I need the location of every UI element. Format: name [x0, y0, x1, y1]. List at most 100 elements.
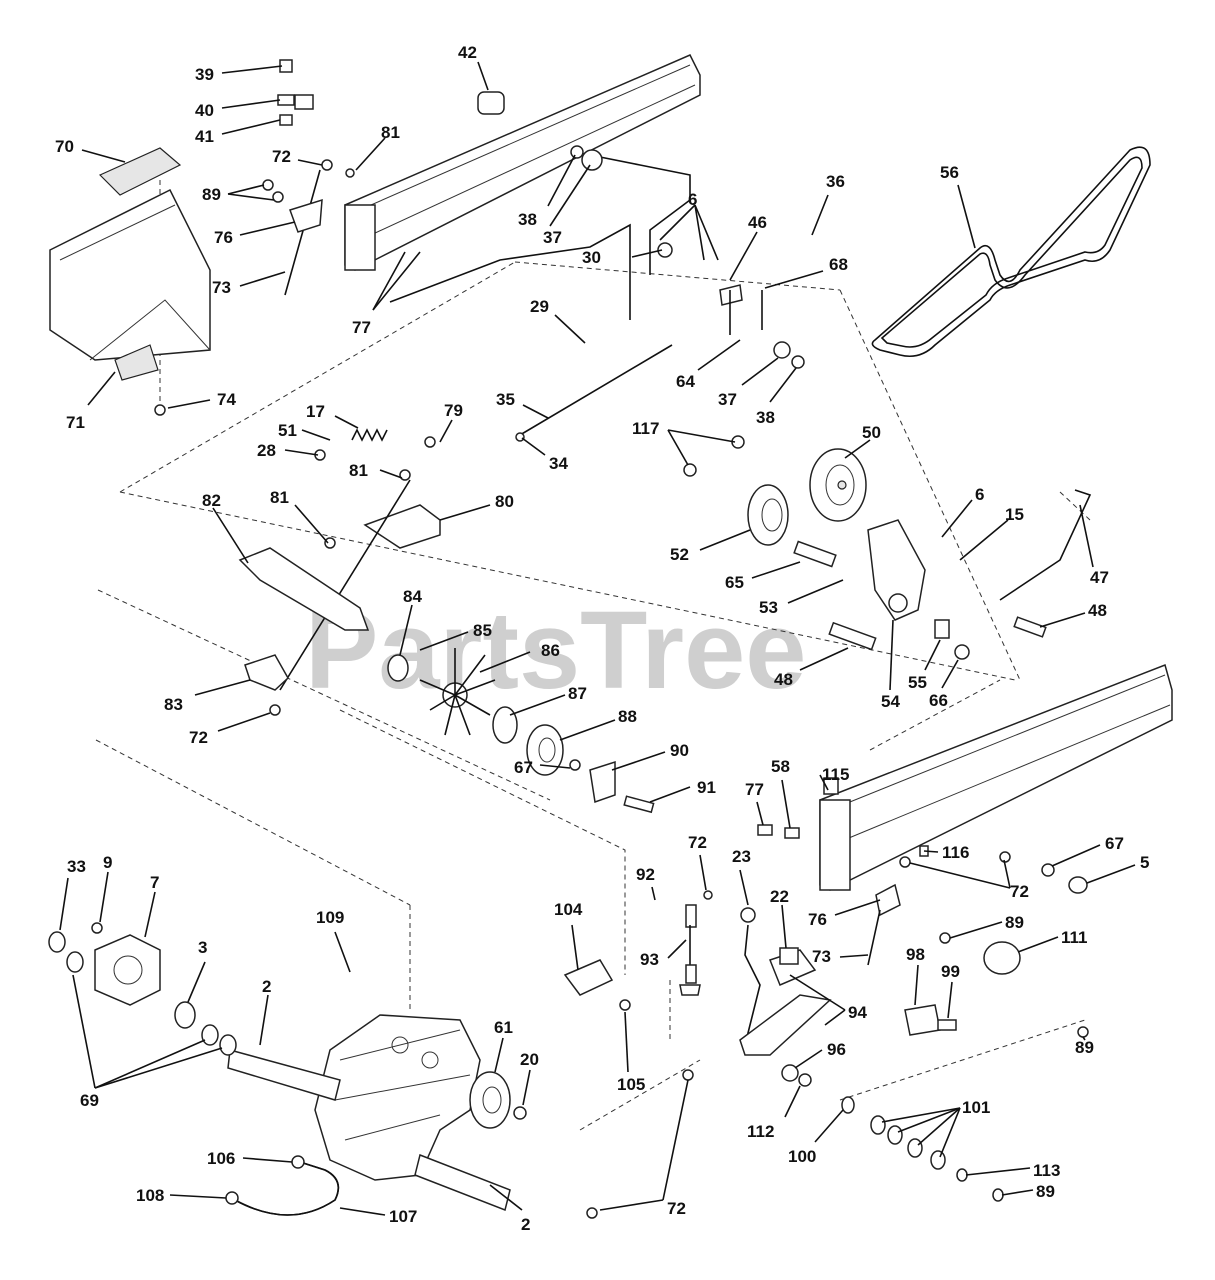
linkage-73-76 — [262, 169, 323, 296]
bracket-part-104 — [563, 959, 614, 996]
bracket-part-98 — [904, 1004, 941, 1036]
callout-108: 108 — [136, 1186, 164, 1205]
idler-arm-part-54 — [867, 519, 970, 660]
pulley-part-87 — [492, 706, 518, 744]
bolt-part-9 — [91, 922, 103, 934]
washer-part-67b — [1041, 863, 1055, 877]
callout-93: 93 — [640, 950, 659, 969]
callout-labels: 39 40 41 42 70 72 81 89 76 73 77 38 37 6… — [55, 43, 1149, 1234]
callout-89: 89 — [202, 185, 221, 204]
callout-81: 81 — [381, 123, 400, 142]
callout-98: 98 — [906, 945, 925, 964]
callout-99: 99 — [941, 962, 960, 981]
washer-part-3 — [174, 1001, 196, 1029]
bushing-part-42 — [477, 91, 505, 115]
turnbuckle-part-93 — [679, 904, 701, 996]
callout-104: 104 — [554, 900, 583, 919]
pin-part-99 — [937, 1019, 957, 1031]
clip-part-33 — [48, 931, 66, 953]
washer-part-117b — [683, 463, 697, 477]
plate-part-71 — [114, 344, 159, 381]
washer-part-69b — [201, 1024, 219, 1046]
callout-77: 77 — [352, 318, 371, 337]
pulley-part-52 — [747, 484, 789, 546]
callout-41: 41 — [195, 127, 214, 146]
washer-part-112 — [798, 1073, 812, 1087]
washer-set-part-101 — [841, 1096, 1004, 1202]
callout-74: 74 — [217, 390, 236, 409]
callout-116: 116 — [942, 843, 969, 862]
callout-72d: 72 — [688, 833, 707, 852]
bolt-part-48b — [1013, 616, 1047, 638]
watermark: PartsTree — [305, 589, 806, 712]
callout-115: 115 — [822, 765, 849, 784]
reference-lines — [95, 180, 1091, 1131]
bolt-stack-39-41 — [277, 59, 314, 126]
callout-22: 22 — [770, 887, 789, 906]
callout-54: 54 — [881, 692, 900, 711]
callout-85: 85 — [473, 621, 492, 640]
shift-rod-part-29 — [389, 223, 631, 320]
callout-69: 69 — [80, 1091, 99, 1110]
callout-48b: 48 — [774, 670, 793, 689]
callout-6b: 6 — [975, 485, 984, 504]
callout-101: 101 — [962, 1098, 990, 1117]
washer-part-96 — [781, 1064, 799, 1082]
callout-42: 42 — [458, 43, 477, 62]
callout-113: 113 — [1033, 1161, 1060, 1180]
fitting-part-106 — [291, 1155, 305, 1169]
arm-part-82 — [238, 547, 370, 631]
callout-72c: 72 — [1010, 882, 1029, 901]
callout-105: 105 — [617, 1075, 645, 1094]
bracket-part-83 — [244, 654, 289, 691]
pedal-assembly-22 — [739, 907, 832, 1056]
callout-65: 65 — [725, 573, 744, 592]
callout-96: 96 — [827, 1040, 846, 1059]
callout-89b: 89 — [1005, 913, 1024, 932]
roller-part-111 — [983, 941, 1021, 975]
rod-part-47 — [999, 489, 1092, 601]
callout-38b: 38 — [756, 408, 775, 427]
callout-50: 50 — [862, 423, 881, 442]
callout-52: 52 — [670, 545, 689, 564]
callout-20: 20 — [520, 1050, 539, 1069]
hub-part-84 — [387, 654, 409, 682]
callout-29: 29 — [530, 297, 549, 316]
callout-76: 76 — [214, 228, 233, 247]
callout-28: 28 — [257, 441, 276, 460]
pulley-part-61 — [469, 1071, 511, 1129]
callout-17: 17 — [306, 402, 325, 421]
drive-belt-part-56 — [871, 146, 1151, 358]
callout-7: 7 — [150, 873, 159, 892]
callout-66: 66 — [929, 691, 948, 710]
washer-part-69c — [219, 1034, 237, 1056]
callout-90: 90 — [670, 741, 689, 760]
callout-9: 9 — [103, 853, 112, 872]
bracket-part-70 — [98, 147, 182, 196]
callout-33: 33 — [67, 857, 86, 876]
callout-61: 61 — [494, 1018, 513, 1037]
rod-part-73b — [867, 909, 881, 966]
callout-56: 56 — [940, 163, 959, 182]
fitting-part-108 — [225, 1191, 239, 1205]
lever-assembly-30 — [570, 145, 805, 369]
fan-hub-part-7 — [94, 934, 161, 1006]
callout-2b: 2 — [521, 1215, 530, 1234]
callout-109: 109 — [316, 908, 344, 927]
callout-39: 39 — [195, 65, 214, 84]
callout-79: 79 — [444, 401, 463, 420]
callout-23: 23 — [732, 847, 751, 866]
bolt-part-48a — [828, 621, 877, 651]
callout-67b: 67 — [1105, 834, 1124, 853]
callout-55: 55 — [908, 673, 927, 692]
callout-72: 72 — [272, 147, 291, 166]
callout-82: 82 — [202, 491, 221, 510]
rod-part-35 — [519, 344, 673, 436]
callout-37b: 37 — [718, 390, 737, 409]
callout-81b: 81 — [349, 461, 368, 480]
callout-83: 83 — [164, 695, 183, 714]
callout-3: 3 — [198, 938, 207, 957]
callout-87: 87 — [568, 684, 587, 703]
fan-part-86 — [419, 648, 496, 736]
